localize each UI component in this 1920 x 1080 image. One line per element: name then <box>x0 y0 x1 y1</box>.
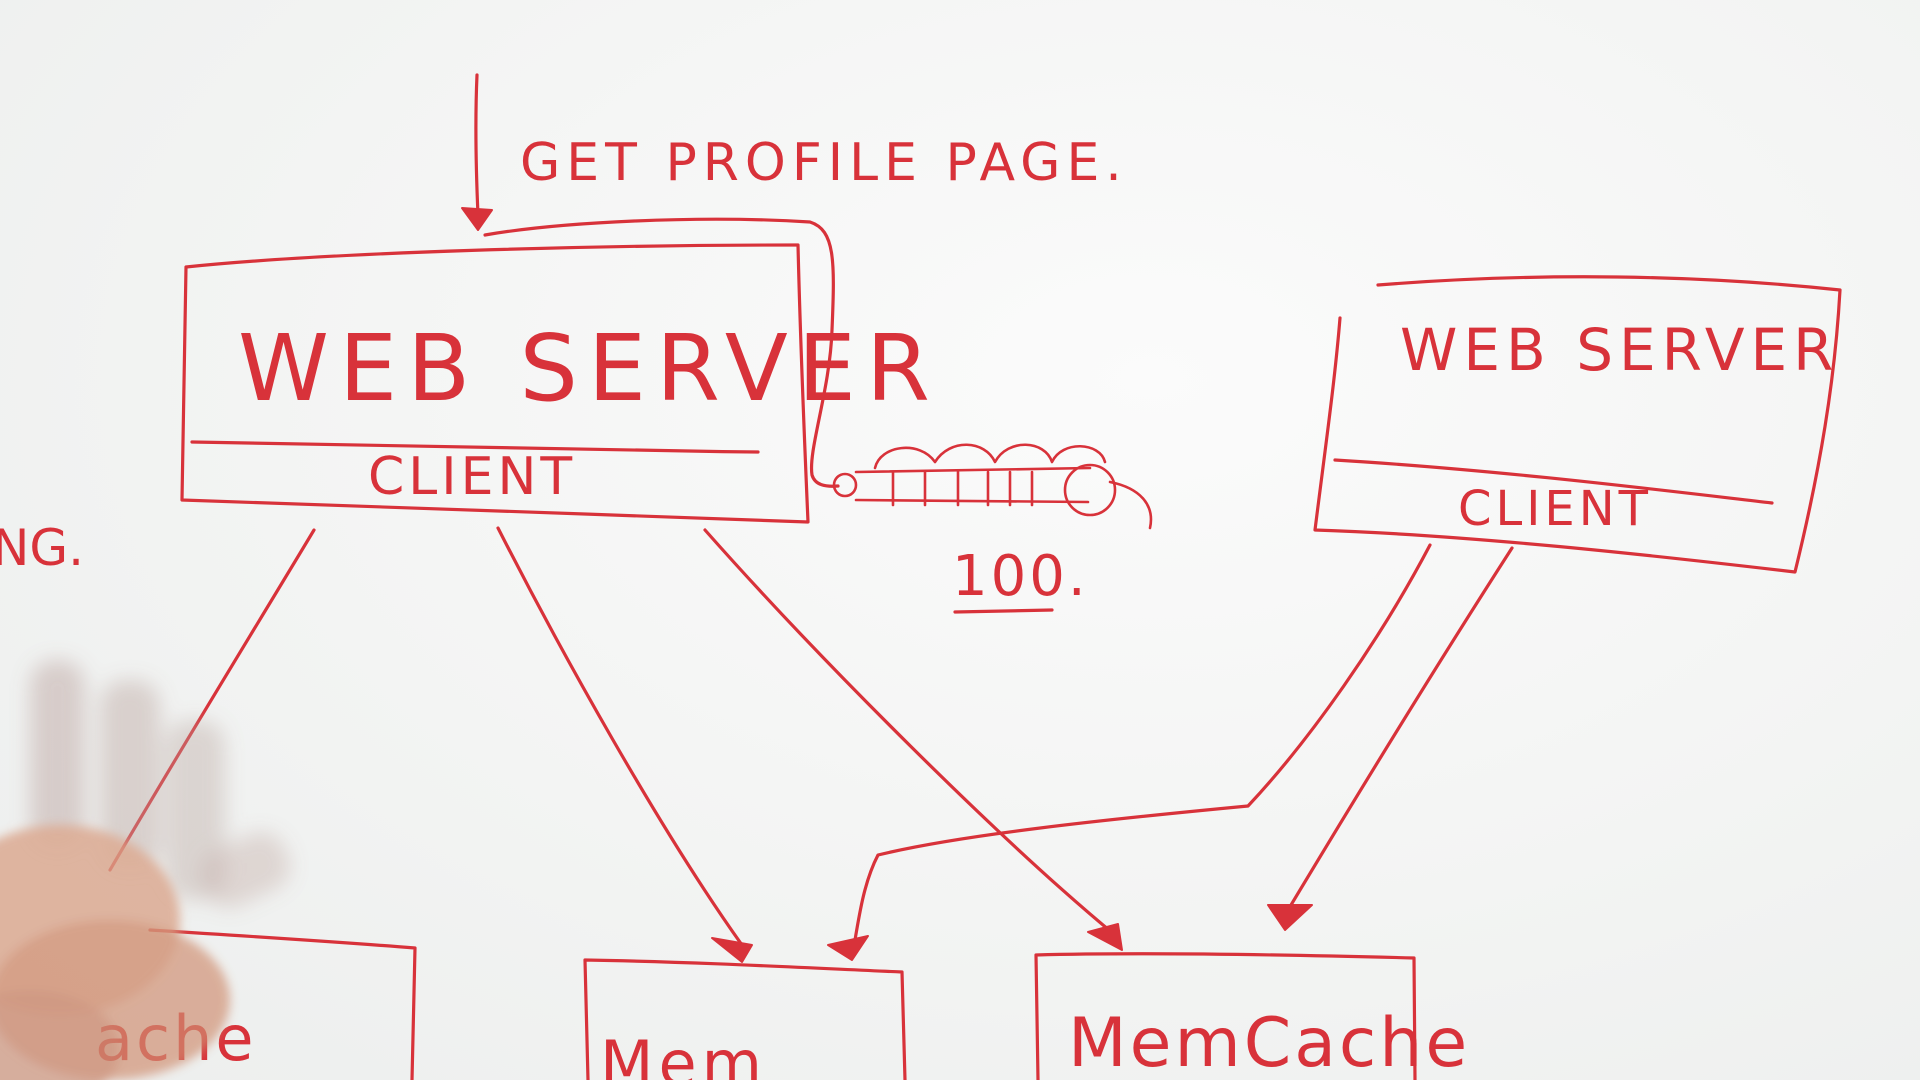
web-server-left-client: CLIENT <box>368 447 576 507</box>
blurred-hand <box>0 660 291 1080</box>
request-label: GET PROFILE PAGE. <box>520 133 1128 193</box>
cache-box-2 <box>583 958 907 1080</box>
web-server-left-title: WEB SERVER <box>238 315 940 422</box>
web-server-right <box>1313 275 1842 574</box>
request-arrow <box>461 73 493 231</box>
arrow-server-right-to-cache-3 <box>1267 546 1514 931</box>
cache-box-3-label: MemCache <box>1068 1004 1470 1080</box>
web-server-right-client: CLIENT <box>1458 481 1652 537</box>
arrow-server-left-to-cache-2 <box>496 526 753 963</box>
left-edge-fragment: NG. <box>0 519 84 577</box>
web-server-left <box>180 243 810 524</box>
pool-connector <box>483 217 840 488</box>
arrow-server-right-to-cache-2 <box>827 543 1432 961</box>
cache-box-3 <box>1034 952 1417 1080</box>
pool-count-underline <box>953 608 1054 614</box>
pool-count: 100. <box>952 544 1089 609</box>
connection-pool-icon <box>832 443 1153 530</box>
web-server-right-title: WEB SERVER <box>1400 316 1839 384</box>
cache-box-2-label: Mem <box>600 1027 767 1080</box>
arrow-server-left-to-cache-3 <box>703 528 1123 951</box>
cache-box-1 <box>148 928 417 1080</box>
